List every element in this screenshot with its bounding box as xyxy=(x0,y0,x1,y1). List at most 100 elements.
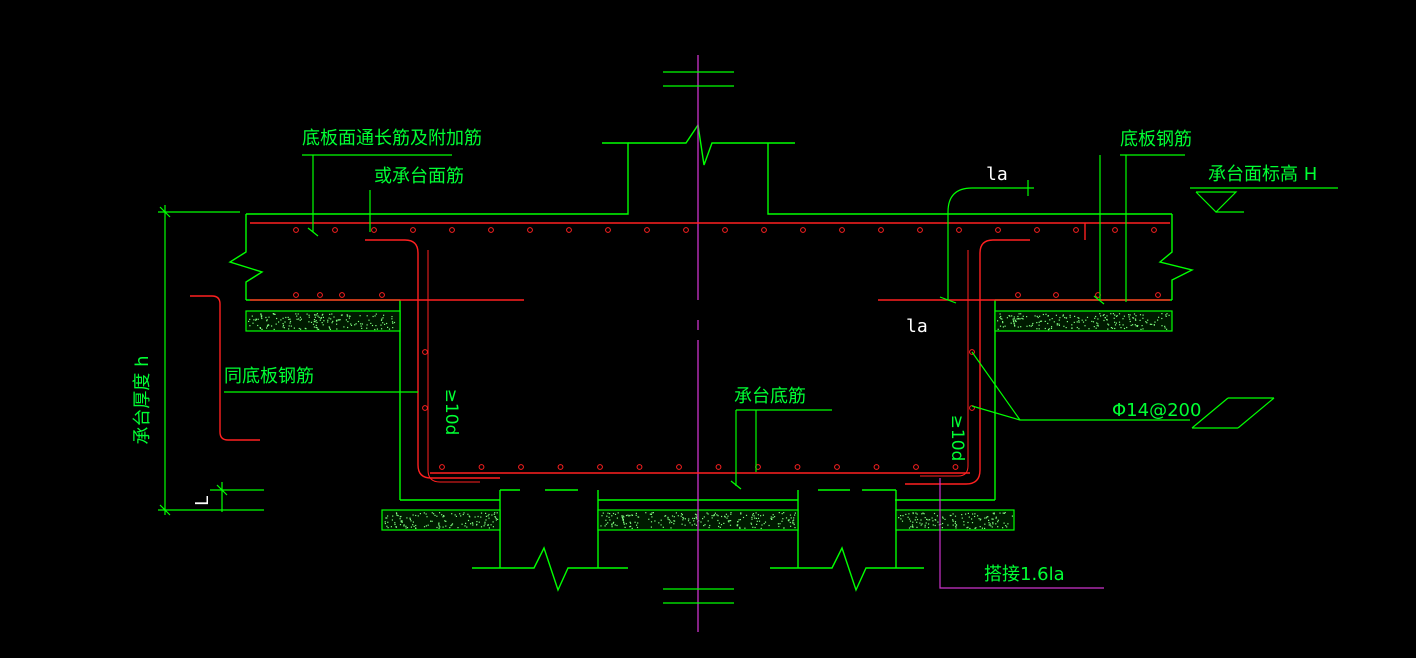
speckle xyxy=(1132,317,1135,319)
speckle xyxy=(789,514,792,516)
speckle xyxy=(912,526,914,528)
speckle xyxy=(315,326,317,328)
speckle xyxy=(1102,314,1104,317)
speckle xyxy=(654,520,656,522)
speckle xyxy=(480,516,482,518)
speckle xyxy=(314,314,316,316)
speckle xyxy=(359,315,361,317)
speckle xyxy=(1135,319,1137,321)
speckle xyxy=(739,527,741,529)
speckle xyxy=(485,519,487,521)
speckle xyxy=(1084,325,1086,327)
speckle xyxy=(614,524,616,526)
speckle xyxy=(1082,321,1085,323)
rebar-dot xyxy=(873,464,880,470)
speckle xyxy=(757,514,759,516)
label-slab-top-bars: 底板面通长筋及附加筋 xyxy=(302,128,482,149)
speckle xyxy=(1049,319,1051,321)
speckle xyxy=(967,521,969,524)
speckle xyxy=(793,517,795,519)
speckle xyxy=(386,525,388,527)
label-stirrup-spec: Φ14@200 xyxy=(1112,400,1201,421)
speckle xyxy=(721,515,723,518)
speckle xyxy=(276,317,278,320)
speckle xyxy=(308,316,310,318)
speckle xyxy=(611,524,613,526)
speckle xyxy=(716,514,718,516)
speckle xyxy=(781,513,783,515)
speckle xyxy=(289,322,291,324)
speckle xyxy=(1077,317,1079,319)
speckle xyxy=(1168,314,1170,316)
speckle xyxy=(257,324,259,327)
speckle xyxy=(1020,326,1022,328)
speckle xyxy=(1094,317,1096,319)
speckle xyxy=(278,321,280,323)
speckle xyxy=(321,314,323,316)
speckle xyxy=(756,523,758,525)
speckle xyxy=(687,520,690,522)
speckle xyxy=(900,518,902,520)
speckle xyxy=(399,518,401,520)
speckle xyxy=(1032,322,1034,325)
speckle xyxy=(357,320,360,323)
speckle xyxy=(282,323,284,325)
speckle xyxy=(777,523,779,525)
speckle xyxy=(649,513,651,515)
speckle xyxy=(1164,325,1166,327)
speckle xyxy=(1115,322,1117,324)
speckle xyxy=(1014,320,1017,322)
speckle xyxy=(283,327,285,329)
speckle xyxy=(919,522,921,524)
speckle xyxy=(308,321,310,323)
speckle xyxy=(902,515,904,517)
speckle xyxy=(468,515,470,517)
speckle xyxy=(384,323,386,325)
speckle xyxy=(1134,318,1137,320)
speckle xyxy=(384,521,386,523)
speckle xyxy=(1115,315,1118,317)
speckle xyxy=(1118,321,1121,323)
speckle xyxy=(381,328,383,330)
speckle xyxy=(713,515,715,517)
speckle xyxy=(460,515,462,517)
speckle xyxy=(391,519,393,521)
speckle xyxy=(1014,324,1016,326)
speckle xyxy=(611,526,613,528)
speckle xyxy=(1003,522,1005,524)
speckle xyxy=(1013,316,1015,318)
speckle xyxy=(779,523,781,525)
rebar-dot xyxy=(952,464,959,470)
speckle xyxy=(298,327,300,330)
speckle xyxy=(284,321,286,323)
speckle xyxy=(782,518,784,520)
speckle xyxy=(1055,314,1057,316)
speckle xyxy=(343,326,345,328)
speckle xyxy=(728,521,730,523)
speckle xyxy=(1135,325,1137,327)
speckle xyxy=(1047,329,1050,331)
speckle xyxy=(757,517,760,519)
speckle xyxy=(966,527,968,529)
speckle xyxy=(1112,313,1114,315)
speckle xyxy=(487,515,489,517)
speckle xyxy=(472,524,474,526)
speckle xyxy=(493,513,495,515)
speckle xyxy=(376,328,378,330)
speckle xyxy=(406,517,408,519)
speckle xyxy=(1142,314,1144,316)
speckle xyxy=(908,527,911,529)
speckle xyxy=(920,519,922,521)
speckle xyxy=(979,526,981,528)
speckle xyxy=(336,320,338,322)
speckle xyxy=(259,327,261,329)
speckle xyxy=(410,526,412,528)
speckle xyxy=(684,524,686,526)
speckle xyxy=(668,519,670,521)
speckle xyxy=(635,514,637,516)
speckle xyxy=(1129,314,1131,316)
speckle xyxy=(1031,324,1033,326)
speckle xyxy=(382,322,384,324)
speckle xyxy=(300,318,302,320)
